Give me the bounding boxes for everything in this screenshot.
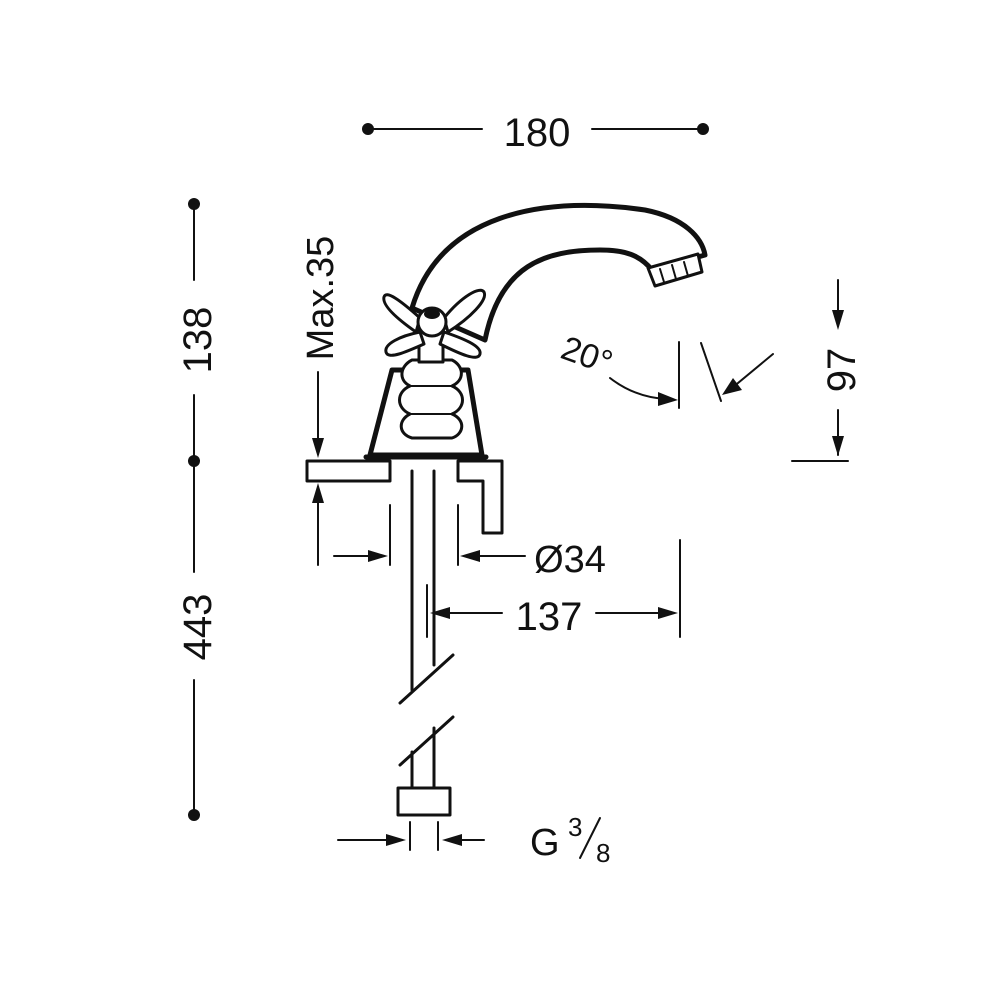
lower-height-label: 443 — [176, 594, 220, 661]
aerator — [646, 252, 704, 288]
arrow-head — [368, 550, 388, 562]
break-line — [398, 653, 455, 705]
deck-right — [456, 459, 504, 535]
cross-handle — [382, 288, 486, 359]
arrow-head — [312, 483, 324, 503]
reach-label: 137 — [516, 595, 583, 639]
handle-arm-left — [382, 293, 422, 334]
break-line — [398, 715, 455, 767]
aerator-line — [671, 264, 677, 280]
thread-numerator: 3 — [568, 812, 582, 842]
handle-arm-lower-right — [438, 330, 482, 359]
width-dimension: 180 — [362, 111, 709, 155]
handle-arm-right — [442, 288, 486, 334]
spout — [409, 203, 708, 343]
handle-arm-lower-left — [384, 330, 426, 357]
height-dimension-chain: 138 443 — [176, 198, 220, 821]
arrow-head — [442, 834, 462, 846]
swivel-angle: 20° — [556, 329, 774, 409]
thread-denominator: 8 — [596, 838, 610, 868]
spout-reach-dimension: 137 — [426, 539, 681, 639]
connection-thread-dimension: G 3 8 — [337, 812, 610, 868]
angle-arrow — [609, 377, 667, 400]
arrow-head — [722, 378, 742, 395]
width-label: 180 — [504, 111, 571, 155]
spout-body — [409, 203, 708, 343]
arrow-head — [832, 310, 844, 330]
arrow-head — [658, 607, 678, 619]
thread-prefix-label: G — [530, 822, 560, 864]
angle-label: 20° — [556, 329, 617, 382]
deck-thickness-dimension: Max.35 — [300, 236, 342, 566]
aerator-line — [683, 261, 689, 277]
handle-cap — [424, 309, 440, 319]
aerator-line — [659, 268, 665, 283]
arrow-head — [430, 607, 450, 619]
max-thickness-label: Max.35 — [300, 236, 342, 361]
fraction-slash — [579, 817, 601, 859]
deck-left — [305, 459, 392, 483]
arrow-head — [386, 834, 406, 846]
connection-nut — [396, 786, 452, 817]
angle-arrow — [731, 353, 774, 389]
diameter-label: Ø34 — [534, 539, 606, 581]
supply-pipe — [396, 469, 455, 817]
arrow-head — [658, 392, 678, 406]
arrow-head — [832, 436, 844, 456]
spout-height-label: 97 — [820, 348, 864, 393]
hole-diameter-dimension: Ø34 — [333, 504, 606, 581]
upper-height-label: 138 — [176, 307, 220, 374]
deck-section — [305, 459, 504, 535]
arrow-head — [460, 550, 480, 562]
reference-line — [700, 342, 722, 402]
cartridge — [398, 358, 464, 440]
spout-height-dimension: 97 — [791, 279, 864, 462]
arrow-head — [312, 438, 324, 458]
